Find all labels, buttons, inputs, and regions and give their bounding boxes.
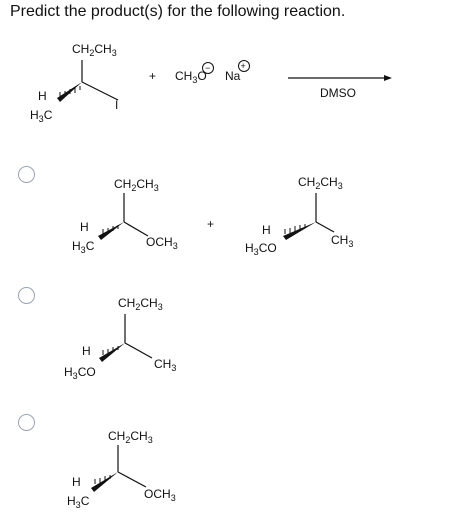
option-3-radio[interactable] bbox=[18, 414, 35, 431]
methoxide-label: CH3O bbox=[175, 69, 207, 85]
reaction-arrow: DMSO bbox=[288, 75, 392, 100]
wedge-bond bbox=[91, 472, 118, 492]
plus-sign: + bbox=[149, 69, 156, 83]
methoxy-label: OCH3 bbox=[146, 235, 178, 251]
ethyl-label: CH2CH3 bbox=[72, 42, 117, 58]
wedge-bond bbox=[98, 222, 124, 240]
option-3-product: CH2CH3 H H3C OCH3 bbox=[67, 429, 176, 510]
methyl-label: CH3 bbox=[154, 357, 176, 373]
hash-bond bbox=[94, 475, 111, 484]
bond bbox=[81, 81, 119, 101]
wedge-bond bbox=[283, 222, 316, 240]
minus-charge: − bbox=[205, 63, 210, 73]
arrow-head-icon bbox=[384, 75, 392, 81]
h-label: H bbox=[72, 475, 81, 489]
ethyl-label: CH2CH3 bbox=[108, 429, 153, 445]
h-label: H bbox=[82, 344, 91, 358]
sodium-label: Na bbox=[225, 69, 241, 83]
hash-bond bbox=[102, 346, 119, 355]
reactant-molecule: CH2CH3 H H3C I bbox=[30, 42, 118, 124]
solvent-label: DMSO bbox=[320, 86, 356, 100]
methoxy-label: OCH3 bbox=[144, 487, 176, 503]
methoxy-label: H3CO bbox=[64, 365, 96, 381]
plus-sign: + bbox=[207, 217, 214, 231]
option-1-product-b: CH2CH3 H H3CO CH3 bbox=[245, 175, 353, 257]
methyl-label: H3C bbox=[67, 494, 90, 510]
hash-bond bbox=[284, 224, 306, 234]
question-text: Predict the product(s) for the following… bbox=[10, 3, 346, 20]
ethyl-label: CH2CH3 bbox=[298, 175, 343, 191]
methyl-label: H3C bbox=[30, 108, 53, 124]
h-label: H bbox=[38, 89, 47, 103]
methoxide-reagent: CH3O − Na + bbox=[175, 60, 250, 85]
methyl-label: H3C bbox=[72, 239, 95, 255]
h-label: H bbox=[262, 223, 271, 237]
methyl-label: CH3 bbox=[331, 233, 353, 249]
option-1-radio[interactable] bbox=[18, 166, 35, 183]
plus-charge-icon bbox=[238, 60, 250, 72]
option-2-radio[interactable] bbox=[18, 287, 35, 304]
ethyl-label: CH2CH3 bbox=[114, 177, 159, 193]
methoxy-label: H3CO bbox=[245, 241, 277, 257]
ethyl-label: CH2CH3 bbox=[118, 296, 163, 312]
iodide-label: I bbox=[115, 98, 118, 112]
option-2-product: CH2CH3 H H3CO CH3 bbox=[64, 296, 176, 381]
plus-charge: + bbox=[241, 61, 246, 71]
h-label: H bbox=[80, 220, 89, 234]
hash-bond bbox=[102, 225, 119, 234]
option-1-product-a: CH2CH3 H H3C OCH3 bbox=[72, 177, 178, 255]
minus-charge-icon bbox=[202, 62, 214, 74]
hash-bond bbox=[59, 86, 81, 97]
